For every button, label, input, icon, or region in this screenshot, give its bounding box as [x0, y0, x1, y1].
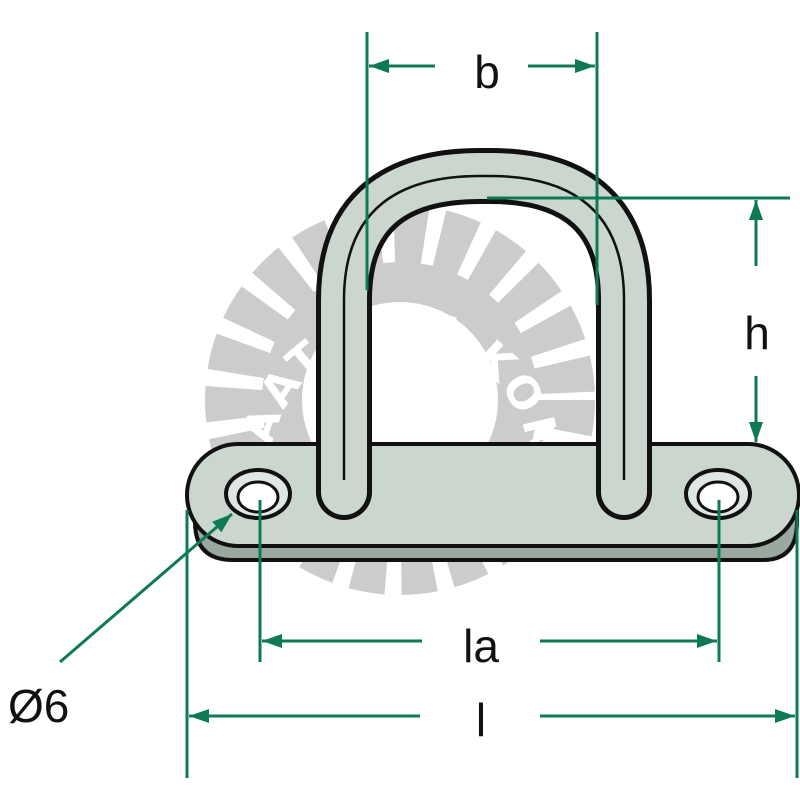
- h-label: h: [744, 307, 770, 359]
- hole-leader-line: [59, 512, 233, 664]
- dimension-h: h: [487, 196, 790, 442]
- la-label: la: [463, 620, 499, 672]
- watermark-gear-ring: [205, 205, 595, 595]
- base-plate: [185, 442, 800, 562]
- dimension-hole-diameter: Ø6: [8, 512, 233, 732]
- hole-diameter-label: Ø6: [8, 680, 69, 732]
- u-loop-highlight: [342, 174, 626, 480]
- b-label: b: [474, 46, 500, 98]
- l-label: l: [476, 694, 486, 746]
- dimension-b: b: [365, 32, 599, 305]
- u-loop: [316, 148, 652, 520]
- left-mounting-hole: [236, 480, 280, 514]
- dimension-la: la: [258, 500, 721, 672]
